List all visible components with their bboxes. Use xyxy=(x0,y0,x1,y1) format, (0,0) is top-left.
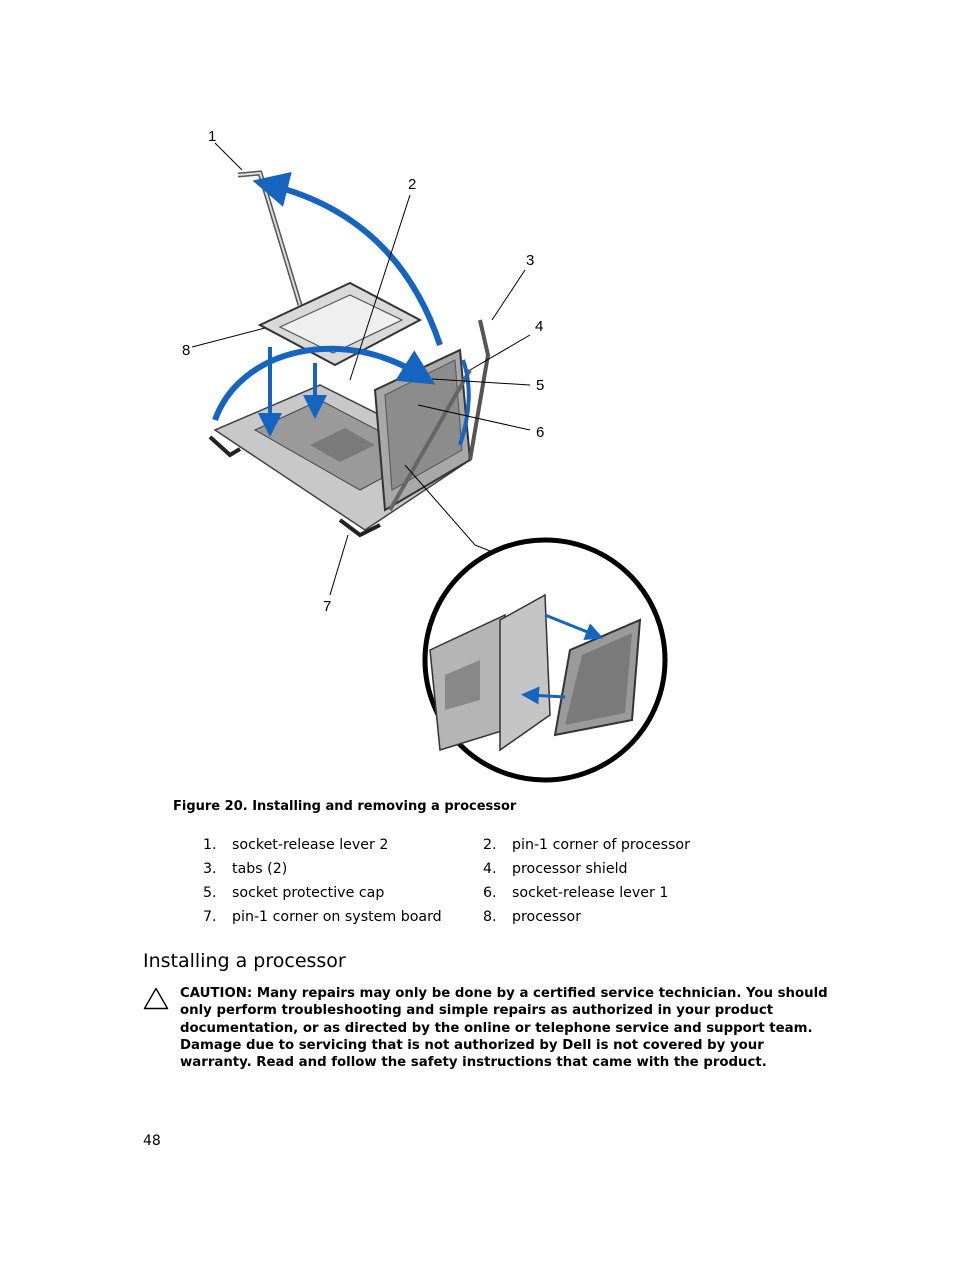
caution-notice: CAUTION: Many repairs may only be done b… xyxy=(143,985,843,1071)
figure-caption: Figure 20. Installing and removing a pro… xyxy=(173,799,516,814)
legend-number: 2. xyxy=(483,837,512,853)
legend-item: 7. pin-1 corner on system board xyxy=(203,909,483,925)
legend-row: 5. socket protective cap 6. socket-relea… xyxy=(203,881,763,905)
callout-1: 1 xyxy=(208,128,216,145)
callout-8: 8 xyxy=(182,342,190,359)
legend-item: 5. socket protective cap xyxy=(203,885,483,901)
legend-item: 4. processor shield xyxy=(483,861,763,877)
legend-number: 4. xyxy=(483,861,512,877)
processor-socket-illustration: 1 2 3 4 5 6 7 8 xyxy=(170,115,690,785)
legend-number: 1. xyxy=(203,837,232,853)
legend-row: 3. tabs (2) 4. processor shield xyxy=(203,857,763,881)
legend-number: 3. xyxy=(203,861,232,877)
callout-7: 7 xyxy=(323,598,331,615)
detail-inset xyxy=(425,540,665,780)
legend-number: 5. xyxy=(203,885,232,901)
legend-text: socket-release lever 1 xyxy=(512,885,668,901)
legend-item: 3. tabs (2) xyxy=(203,861,483,877)
legend-number: 6. xyxy=(483,885,512,901)
warning-triangle-icon xyxy=(143,985,180,1071)
legend-item: 1. socket-release lever 2 xyxy=(203,837,483,853)
page-number: 48 xyxy=(143,1133,161,1149)
section-heading: Installing a processor xyxy=(143,950,346,972)
legend-text: pin-1 corner of processor xyxy=(512,837,690,853)
legend-number: 8. xyxy=(483,909,512,925)
legend-item: 2. pin-1 corner of processor xyxy=(483,837,763,853)
legend-item: 8. processor xyxy=(483,909,763,925)
callout-4: 4 xyxy=(535,318,543,335)
callout-2: 2 xyxy=(408,176,416,193)
legend-number: 7. xyxy=(203,909,232,925)
callout-5: 5 xyxy=(536,377,544,394)
legend-text: processor xyxy=(512,909,581,925)
legend-text: socket protective cap xyxy=(232,885,384,901)
processor-installation-figure: 1 2 3 4 5 6 7 8 xyxy=(170,115,690,785)
legend-item: 6. socket-release lever 1 xyxy=(483,885,763,901)
caution-text: CAUTION: Many repairs may only be done b… xyxy=(180,985,840,1071)
legend-text: tabs (2) xyxy=(232,861,287,877)
figure-legend: 1. socket-release lever 2 2. pin-1 corne… xyxy=(203,833,763,929)
callout-3: 3 xyxy=(526,252,534,269)
legend-text: pin-1 corner on system board xyxy=(232,909,442,925)
legend-text: processor shield xyxy=(512,861,628,877)
callout-6: 6 xyxy=(536,424,544,441)
legend-row: 1. socket-release lever 2 2. pin-1 corne… xyxy=(203,833,763,857)
legend-text: socket-release lever 2 xyxy=(232,837,388,853)
legend-row: 7. pin-1 corner on system board 8. proce… xyxy=(203,905,763,929)
